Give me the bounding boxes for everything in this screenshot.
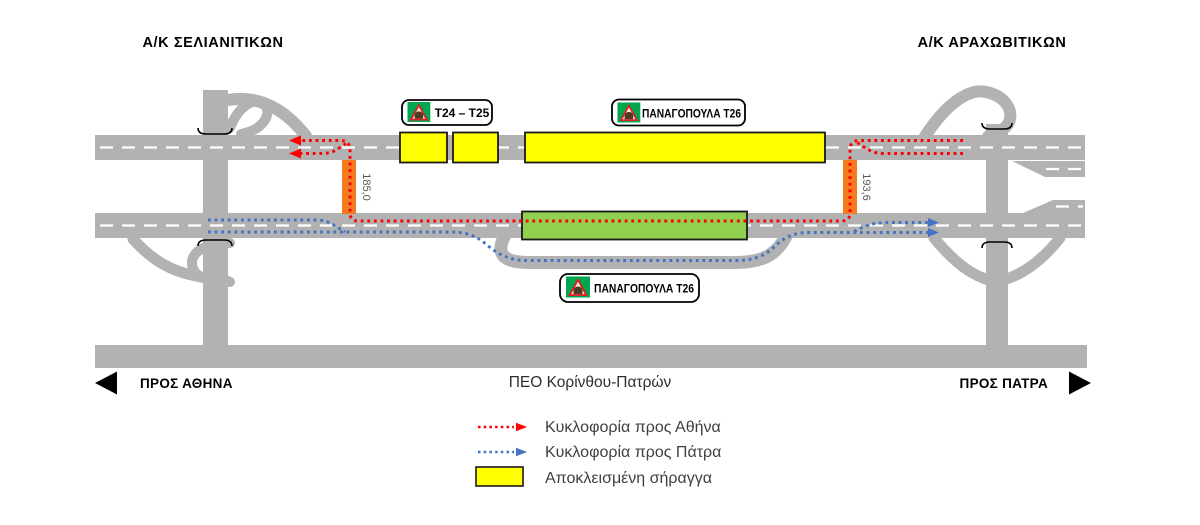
- chainage-left-label: 185,0: [360, 173, 372, 201]
- bracket-left-top: [197, 127, 233, 135]
- bracket-right-bottom: [981, 241, 1013, 249]
- peo-road-label: ΠΕΟ Κορίνθου-Πατρών: [509, 374, 672, 391]
- patras-arrowhead-lower: [928, 228, 939, 237]
- ramp-left-top-loop: [225, 96, 273, 139]
- interchange-left-label: Α/Κ ΣΕΛΙΑΝΙΤΙΚΩΝ: [142, 35, 283, 51]
- legend-to-patras-label: Κυκλοφορία προς Πάτρα: [545, 444, 721, 461]
- route-to-patras-main: [208, 230, 929, 262]
- closed-tunnels: [399, 131, 826, 164]
- sign-t24-t25: T24 – T25: [401, 99, 493, 126]
- bracket-left-bottom: [197, 239, 233, 247]
- legend-patras-arrowhead: [516, 447, 527, 457]
- route-to-patras-merge: [208, 218, 346, 234]
- tunnel-warning-icon: [566, 276, 590, 298]
- median-crossovers: [342, 160, 857, 214]
- route-to-athens-merge: [856, 141, 963, 155]
- tunnel-t26-closed: [524, 131, 826, 164]
- route-to-patras: [208, 218, 939, 262]
- bracket-right-top: [981, 122, 1013, 130]
- interchange-right-label: Α/Κ ΑΡΑΧΩΒΙΤΙΚΩΝ: [918, 35, 1067, 51]
- sign-panagopoula-top: ΠΑΝΑΓΟΠΟΥΛΑ T26: [611, 98, 746, 127]
- route-to-athens-split: [300, 142, 347, 155]
- legend-to-athens-label: Κυκλοφορία προς Αθήνα: [545, 419, 721, 436]
- tunnel-t24-closed: [399, 131, 448, 164]
- route-to-athens: [289, 135, 963, 223]
- lower-right-extra-lane: [1023, 200, 1085, 213]
- sign-panagopoula-bottom: ΠΑΝΑΓΟΠΟΥΛΑ T26: [559, 273, 700, 303]
- to-patras-label: ΠΡΟΣ ΠΑΤΡΑ: [960, 376, 1048, 391]
- tunnel-bypass-road: [494, 223, 796, 269]
- route-to-patras-split: [853, 221, 929, 233]
- legend-athens-arrowhead: [516, 422, 527, 432]
- crossover-193: [843, 160, 857, 214]
- tunnel-t26-open: [521, 210, 748, 241]
- tunnel-warning-icon: [407, 102, 431, 122]
- peo-road: [95, 345, 1087, 368]
- sign-panagopoula-bottom-label: ΠΑΝΑΓΟΠΟΥΛΑ T26: [594, 282, 694, 296]
- sign-t24-t25-label: T24 – T25: [435, 106, 490, 120]
- bridge-brackets: [197, 122, 1013, 249]
- to-athens-arrow-icon: [95, 371, 117, 395]
- crossover-185: [342, 160, 356, 214]
- route-to-athens-main: [300, 139, 963, 223]
- interchange-ramps: [127, 85, 1066, 290]
- vertical-road-right: [986, 124, 1008, 368]
- chainage-right-label: 193,6: [860, 173, 872, 201]
- tunnel-warning-icon: [617, 102, 641, 123]
- legend-to-athens-swatch: [478, 422, 527, 432]
- legend-to-patras-swatch: [478, 447, 527, 457]
- tunnel-t25-closed: [452, 131, 499, 164]
- athens-arrowhead-lower: [289, 148, 301, 159]
- patras-arrowhead-upper: [928, 218, 939, 227]
- sign-panagopoula-top-label: ΠΑΝΑΓΟΠΟΥΛΑ T26: [642, 107, 741, 121]
- to-athens-label: ΠΡΟΣ ΑΘΗΝΑ: [140, 376, 233, 391]
- legend-closed-tunnel-swatch: [475, 466, 524, 487]
- athens-arrowhead-upper: [289, 135, 301, 146]
- legend: Κυκλοφορία προς Αθήνα Κυκλοφορία προς Πά…: [475, 419, 721, 487]
- to-patras-arrow-icon: [1069, 371, 1091, 395]
- legend-closed-tunnel-label: Αποκλεισμένη σήραγγα: [545, 470, 712, 487]
